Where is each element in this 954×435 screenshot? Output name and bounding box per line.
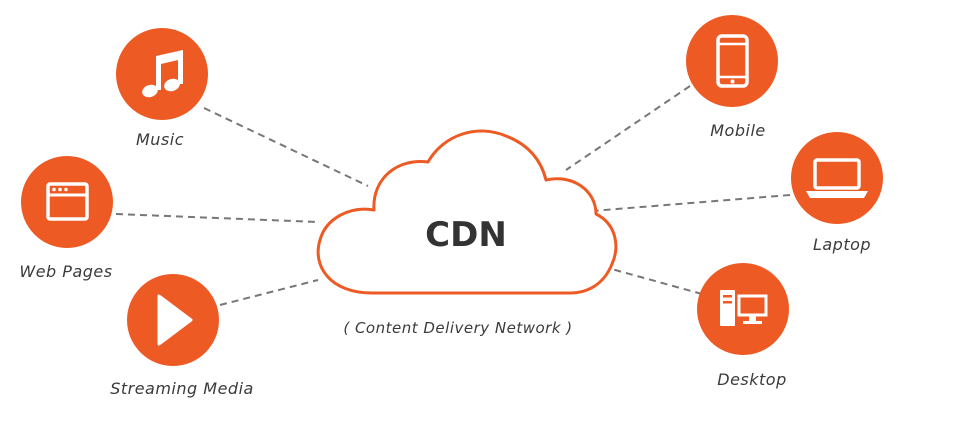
connector-mobile — [565, 85, 691, 171]
browser-window-icon — [46, 182, 89, 221]
connectors — [115, 85, 791, 306]
node-streaming-media: Streaming Media — [110, 274, 254, 398]
node-desktop: Desktop — [697, 263, 789, 389]
connector-streaming-media — [219, 279, 319, 306]
cdn-title: CDN — [425, 215, 507, 255]
node-music: Music — [116, 28, 208, 149]
laptop-icon — [806, 158, 868, 198]
web-pages-label: Web Pages — [19, 262, 112, 281]
web-pages-circle — [21, 156, 113, 248]
node-laptop: Laptop — [791, 132, 883, 254]
desktop-computer-icon — [720, 290, 768, 326]
desktop-circle — [697, 263, 789, 355]
laptop-circle — [791, 132, 883, 224]
play-icon — [157, 294, 193, 346]
node-web-pages: Web Pages — [19, 156, 113, 281]
mobile-label: Mobile — [710, 121, 765, 140]
music-label: Music — [136, 130, 184, 149]
connector-laptop — [591, 194, 791, 212]
connector-web-pages — [115, 213, 319, 223]
mobile-phone-icon — [716, 34, 749, 88]
connector-music — [203, 107, 369, 187]
music-note-icon — [142, 50, 183, 98]
cloud-shape — [316, 129, 618, 295]
cdn-subtitle: ( Content Delivery Network ) — [343, 319, 572, 337]
music-circle — [116, 28, 208, 120]
node-mobile: Mobile — [686, 15, 778, 140]
streaming-media-label: Streaming Media — [110, 379, 254, 398]
mobile-circle — [686, 15, 778, 107]
laptop-label: Laptop — [813, 235, 871, 254]
desktop-label: Desktop — [717, 370, 786, 389]
cdn-cloud: CDN — [316, 129, 618, 295]
connector-desktop — [607, 267, 703, 295]
